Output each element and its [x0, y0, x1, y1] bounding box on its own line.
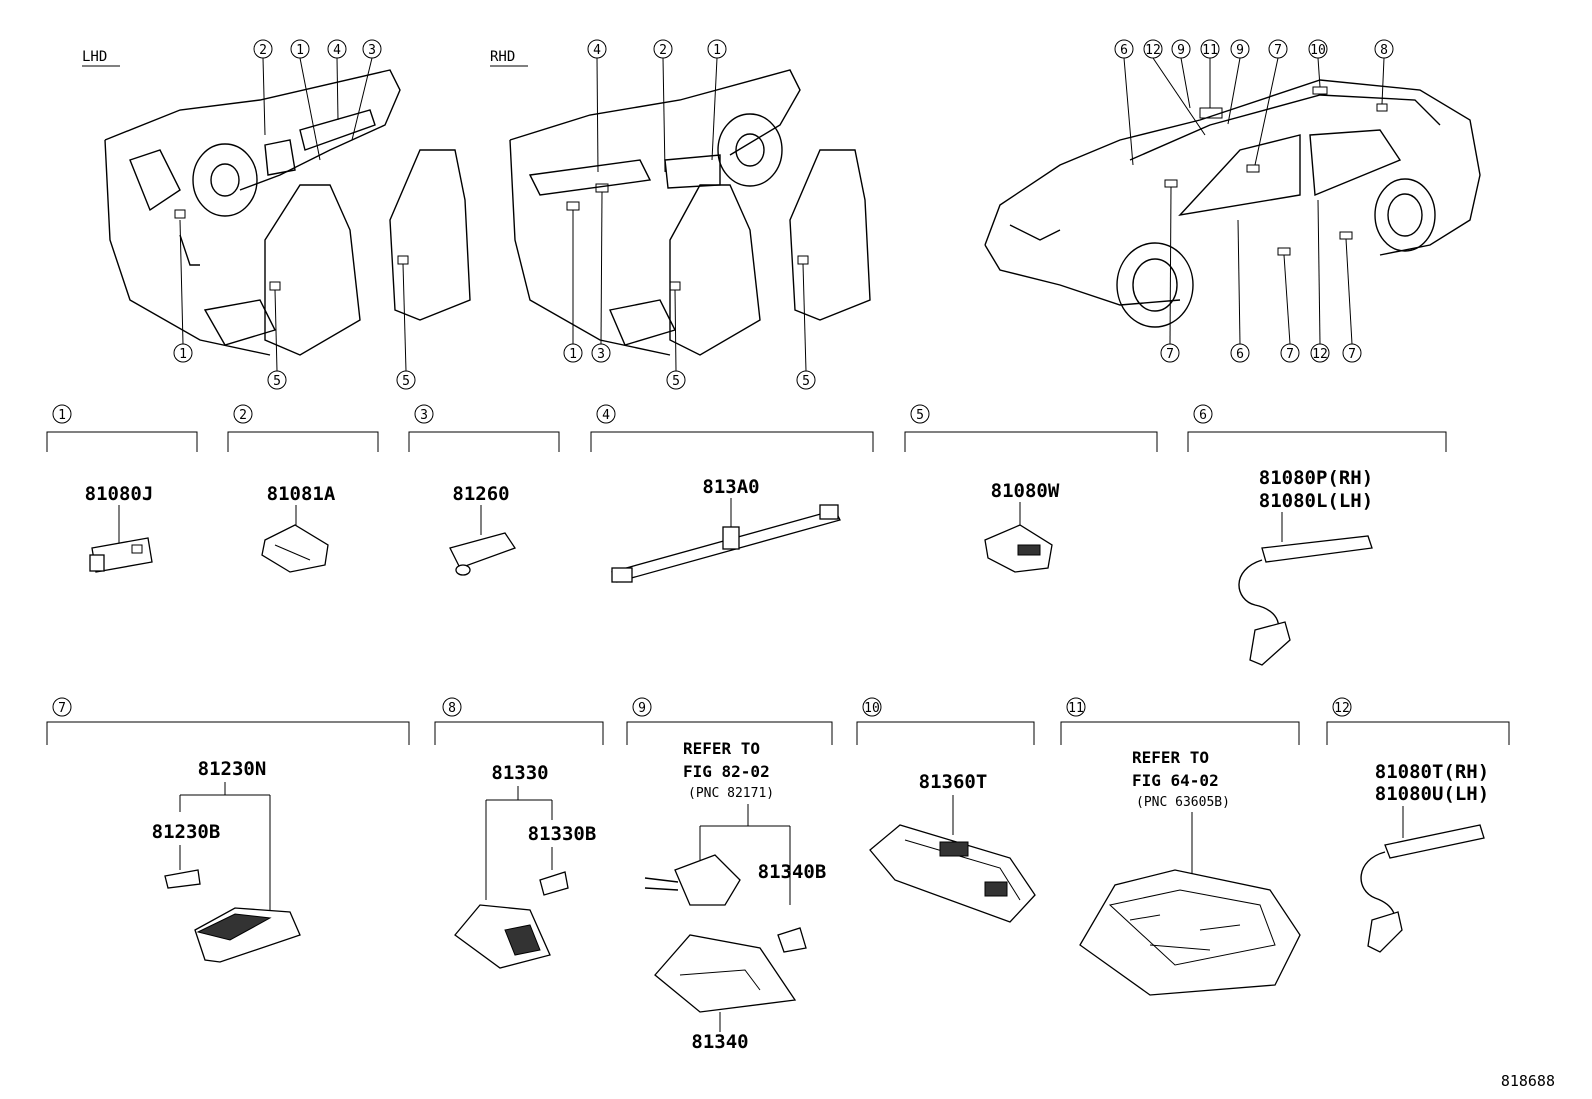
section-number: 9	[638, 701, 646, 716]
part-number: 81081A	[267, 483, 336, 505]
part-number: 81330	[491, 762, 548, 784]
lhd-interior-illustration: LHD	[82, 49, 471, 356]
callout: 4	[333, 43, 341, 58]
callout: 7	[1286, 347, 1294, 362]
callout: 5	[402, 374, 410, 389]
section-number: 6	[1199, 408, 1207, 423]
callout: 1	[296, 43, 304, 58]
figure-number: 818688	[1501, 1072, 1555, 1090]
callout: 2	[659, 43, 667, 58]
section-4: 4 813A0	[590, 404, 874, 583]
callout: 2	[259, 43, 267, 58]
part-number: 81340	[691, 1031, 748, 1053]
part-number: 81080U(LH)	[1375, 783, 1489, 805]
callout: 1	[713, 43, 721, 58]
callout: 11	[1202, 43, 1218, 58]
callout: 7	[1274, 43, 1282, 58]
section-number: 5	[916, 408, 924, 423]
section-number: 3	[420, 408, 428, 423]
callout: 4	[593, 43, 601, 58]
callout: 9	[1236, 43, 1244, 58]
callout: 12	[1145, 43, 1161, 58]
callout: 9	[1177, 43, 1185, 58]
section-number: 7	[58, 701, 66, 716]
rhd-label: RHD	[490, 49, 515, 65]
part-number: 81080T(RH)	[1375, 761, 1489, 783]
section-9: 9 REFER TO FIG 82-02 (PNC 82171) 81340B …	[626, 697, 833, 1053]
section-6: 6 81080P(RH) 81080L(LH)	[1187, 404, 1447, 666]
part-number: 81080P(RH)	[1259, 467, 1373, 489]
part-number: 81340B	[758, 861, 827, 883]
callout: 5	[802, 374, 810, 389]
section-3: 3 81260	[408, 404, 560, 576]
callout: 12	[1312, 347, 1328, 362]
rhd-callouts: 4 2 1 1 3 5 5	[563, 39, 816, 390]
section-number: 1	[58, 408, 66, 423]
section-12: 12 81080T(RH) 81080U(LH)	[1326, 697, 1510, 953]
rhd-interior-illustration: RHD	[490, 49, 871, 356]
lhd-callouts: 2 1 4 3 1 5 5	[173, 39, 416, 390]
section-5: 5 81080W	[904, 404, 1158, 573]
refer-pnc: (PNC 82171)	[688, 786, 774, 801]
section-number: 11	[1068, 701, 1084, 716]
refer-text: FIG 64-02	[1132, 771, 1219, 790]
lhd-label: LHD	[82, 49, 107, 65]
section-number: 8	[448, 701, 456, 716]
callout: 7	[1348, 347, 1356, 362]
part-number: 81230N	[198, 758, 267, 780]
callout: 1	[179, 347, 187, 362]
part-number: 81260	[452, 483, 509, 505]
car-exterior-illustration	[984, 79, 1481, 328]
section-8: 8 81330 81330B	[434, 697, 604, 969]
section-11: 11 REFER TO FIG 64-02 (PNC 63605B)	[1060, 697, 1301, 996]
car-callouts: 6 12 9 11 9 7 10 8 7 6 7 12 7	[1114, 39, 1394, 363]
section-10: 10 81360T	[856, 697, 1036, 923]
section-7: 7 81230N 81230B	[46, 697, 410, 963]
part-number: 81080L(LH)	[1259, 490, 1373, 512]
refer-pnc: (PNC 63605B)	[1136, 795, 1230, 810]
callout: 10	[1310, 43, 1326, 58]
callout: 6	[1236, 347, 1244, 362]
callout: 3	[368, 43, 376, 58]
section-1: 1 81080J	[46, 404, 198, 573]
part-number: 81360T	[919, 771, 988, 793]
refer-text: FIG 82-02	[683, 762, 770, 781]
callout: 6	[1120, 43, 1128, 58]
section-number: 12	[1334, 701, 1350, 716]
part-number: 81080J	[85, 483, 154, 505]
section-number: 10	[864, 701, 880, 716]
part-number: 813A0	[702, 476, 759, 498]
callout: 7	[1166, 347, 1174, 362]
section-number: 2	[239, 408, 247, 423]
part-number: 81080W	[991, 480, 1060, 502]
callout: 3	[597, 347, 605, 362]
refer-text: REFER TO	[1132, 748, 1209, 767]
callout: 5	[672, 374, 680, 389]
part-number: 81230B	[152, 821, 221, 843]
callout: 8	[1380, 43, 1388, 58]
section-2: 2 81081A	[227, 404, 379, 573]
callout: 5	[273, 374, 281, 389]
part-number: 81330B	[528, 823, 597, 845]
refer-text: REFER TO	[683, 739, 760, 758]
section-number: 4	[602, 408, 610, 423]
callout: 1	[569, 347, 577, 362]
